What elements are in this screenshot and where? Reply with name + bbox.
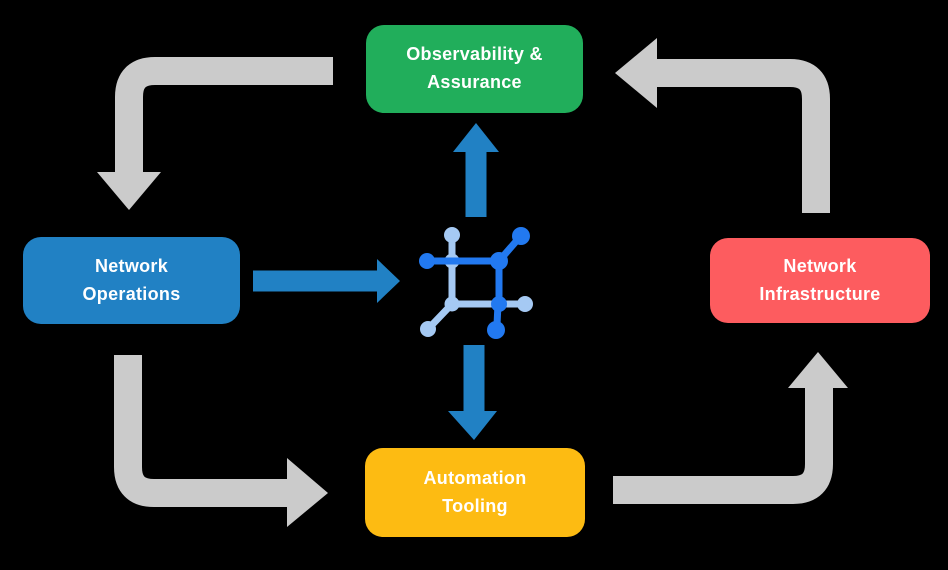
arrowhead-up-icon bbox=[453, 123, 499, 152]
blue-arrow-center-to-automation bbox=[448, 345, 497, 440]
gray-arrow-infrastructure-to-observability bbox=[615, 38, 830, 213]
gray-arrow-observability-to-operations bbox=[97, 57, 333, 210]
node-network-operations: Network Operations bbox=[23, 237, 240, 324]
node-observability-assurance: Observability & Assurance bbox=[366, 25, 583, 113]
node-infrastructure-label: Network Infrastructure bbox=[759, 255, 881, 304]
node-operations-label: Network Operations bbox=[82, 255, 181, 304]
node-network-infrastructure: Network Infrastructure bbox=[710, 238, 930, 323]
node-automation-tooling: Automation Tooling bbox=[365, 448, 585, 537]
gray-arrow-operations-to-automation bbox=[114, 355, 328, 527]
blue-arrow-operations-to-center bbox=[253, 259, 400, 303]
node-observability-label: Observability & Assurance bbox=[406, 44, 543, 92]
arrowhead-right-icon bbox=[377, 259, 400, 303]
blue-arrow-center-to-observability bbox=[453, 123, 499, 217]
gray-arrow-automation-to-infrastructure bbox=[613, 352, 848, 504]
arrowhead-up-icon bbox=[788, 352, 848, 388]
arrowhead-right-icon bbox=[287, 458, 328, 527]
arrowhead-left-icon bbox=[615, 38, 657, 108]
arrowhead-down-icon bbox=[97, 172, 161, 210]
node-automation-label: Automation Tooling bbox=[423, 467, 527, 516]
network-fabric-icon bbox=[419, 227, 533, 339]
arrowhead-down-icon bbox=[448, 411, 497, 440]
